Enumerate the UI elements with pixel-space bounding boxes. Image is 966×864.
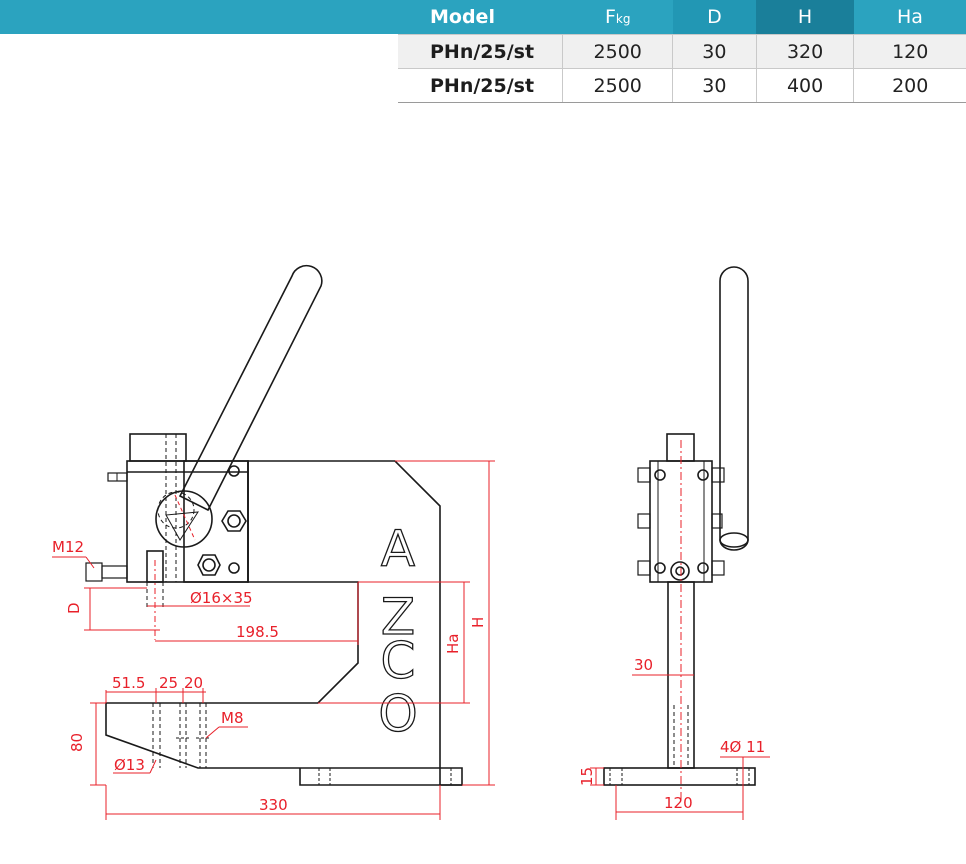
side-dimension-labels: 30 4Ø 11 15 120 [578, 656, 765, 812]
col-model: Model [398, 0, 563, 35]
throat-label: 198.5 [236, 623, 279, 641]
brand-letter: O [378, 685, 417, 743]
side-dimensions [590, 440, 770, 820]
cell-ha: 200 [853, 68, 966, 103]
bolt-icon [228, 465, 240, 477]
cell-h: 320 [755, 34, 854, 69]
base-plate [299, 768, 462, 786]
lever-handle-side [719, 266, 749, 551]
brand-letter: A [381, 520, 415, 578]
thread-label: M12 [52, 538, 84, 556]
pin-label: Ø16×35 [190, 589, 253, 607]
ha-label: Ha [444, 634, 462, 654]
side-base [603, 767, 756, 786]
bolt-icon [654, 469, 666, 481]
table-row: PHn/25/st 2500 30 400 200 [398, 68, 966, 103]
cell-d: 30 [672, 34, 757, 69]
lever-handle [178, 264, 323, 512]
cell-force: 2500 [562, 68, 673, 103]
table-row: PHn/25/st 2500 30 320 120 [398, 34, 966, 69]
brand-letters: A Z C O [378, 519, 419, 743]
hex-nut-icon [197, 554, 221, 576]
cell-model: PHn/25/st [398, 68, 563, 103]
col-force-unit: kg [615, 12, 631, 26]
hex-nut-icon [221, 510, 247, 532]
thickness-label: 15 [578, 767, 596, 786]
clamp-block [126, 460, 249, 583]
front-dimension-labels: M12 D Ø16×35 198.5 Ha H 51.5 25 20 M8 80… [52, 538, 487, 814]
cell-d: 30 [672, 68, 757, 103]
holes-label: 4Ø 11 [720, 738, 765, 756]
width-label: 330 [259, 796, 288, 814]
height-label: 80 [68, 733, 86, 752]
base-label: 120 [664, 794, 693, 812]
bolt-icon [697, 562, 709, 574]
punch [146, 550, 164, 583]
cell-force: 2500 [562, 34, 673, 69]
col-ha: Ha [853, 0, 966, 35]
front-dimensions [52, 460, 495, 820]
pinion-hub [155, 490, 213, 548]
base-dim-label: 51.5 [112, 674, 145, 692]
cell-h: 400 [755, 68, 854, 103]
brand-letter: Z [381, 588, 415, 646]
h-label: H [469, 617, 487, 628]
m12-screw [85, 562, 103, 582]
shaft-icon [670, 561, 690, 581]
ram-column [129, 433, 187, 462]
bolt-icon [228, 562, 240, 574]
col-h: H [756, 0, 854, 35]
column-label: 30 [634, 656, 653, 674]
cell-model: PHn/25/st [398, 34, 563, 69]
side-view [603, 266, 756, 786]
col-force: Fkg [562, 0, 673, 35]
cover-plate [183, 460, 249, 583]
header-bar [0, 0, 398, 34]
base-dim-label: 25 [159, 674, 178, 692]
m8-label: M8 [221, 709, 244, 727]
hole-label: Ø13 [114, 756, 145, 774]
d-label: D [65, 602, 83, 614]
col-force-label: F [604, 6, 616, 28]
bolt-icon [697, 469, 709, 481]
col-d: D [672, 0, 757, 35]
bolt-icon [654, 562, 666, 574]
spec-table: Model Fkg D H Ha PHn/25/st 2500 30 320 1… [398, 0, 966, 103]
spec-header-row: Model Fkg D H Ha [398, 0, 966, 35]
cell-ha: 120 [853, 34, 966, 69]
brand-letter: C [381, 632, 416, 690]
base-dim-label: 20 [184, 674, 203, 692]
